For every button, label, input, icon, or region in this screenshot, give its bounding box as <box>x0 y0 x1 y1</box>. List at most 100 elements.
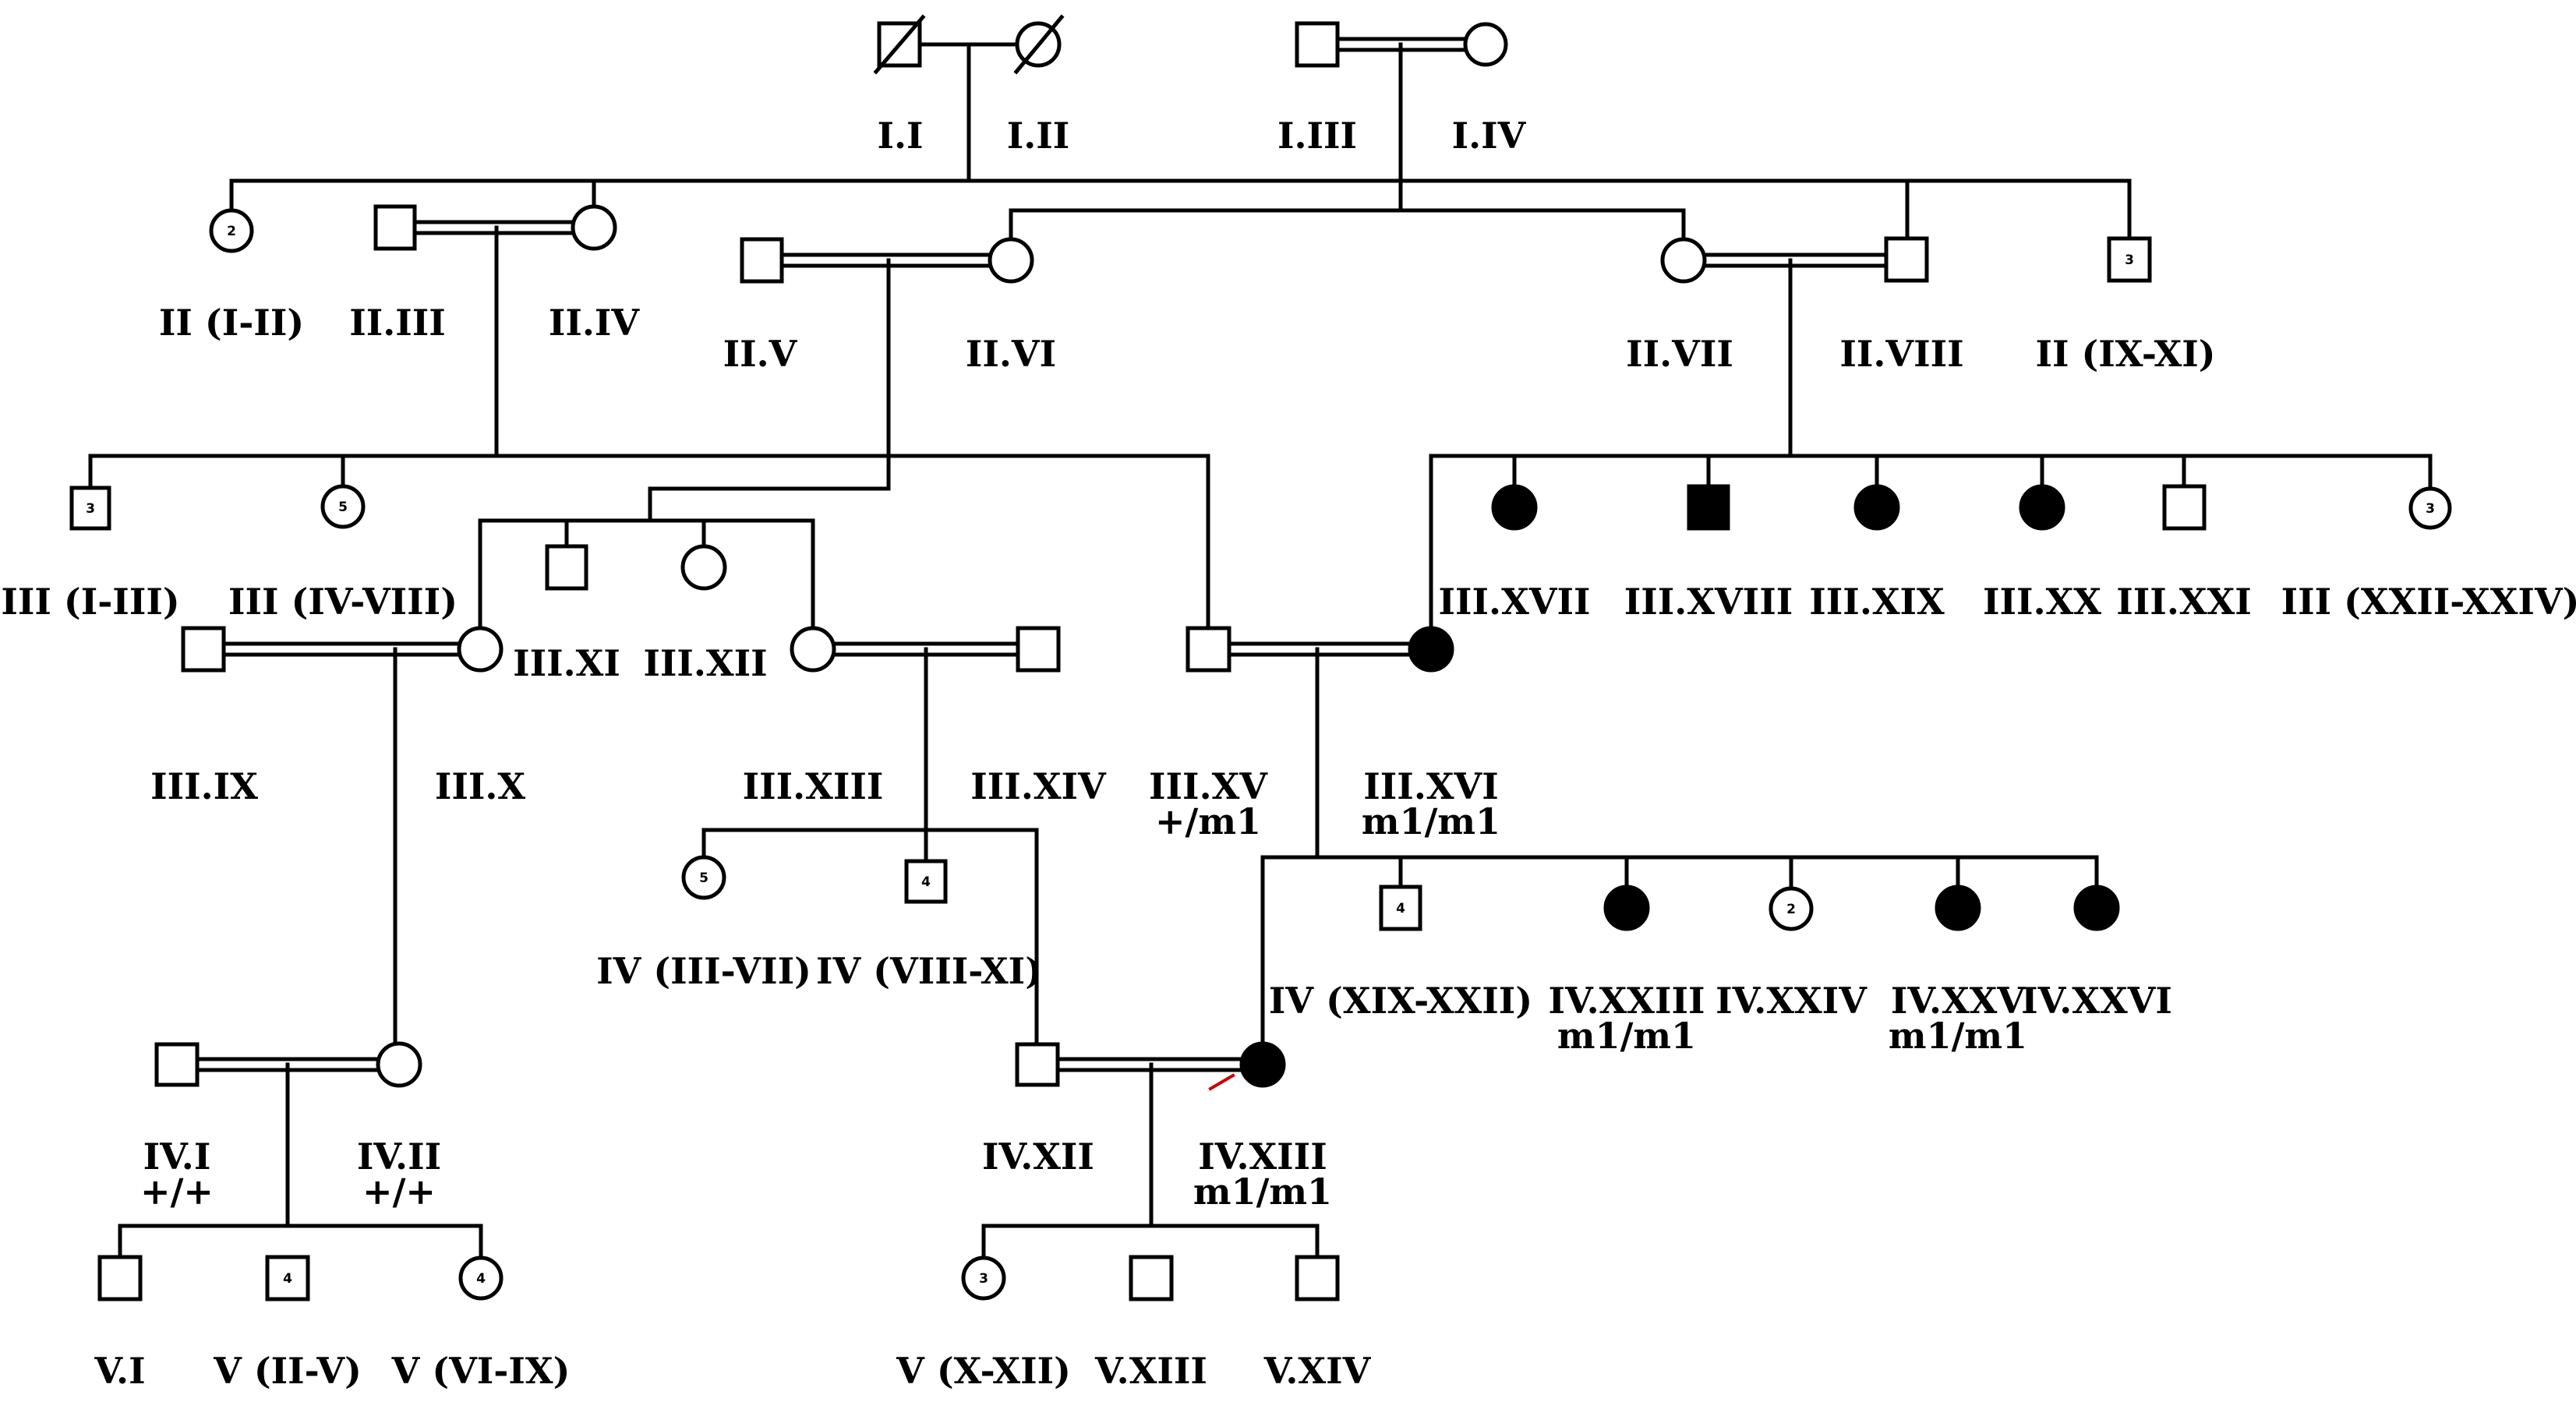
count-IV-VIII-XI: 4 <box>921 874 931 890</box>
genotype-III-XVI: m1/m1 <box>1362 800 1500 842</box>
female-IV-XXIII-affected <box>1603 885 1650 931</box>
male-group-IV-VIII-XI <box>904 859 948 904</box>
genotype-IV-XIII: m1/m1 <box>1193 1171 1332 1213</box>
label-III-XIV: III.XIV <box>970 765 1107 807</box>
label-V-X-XII: V (X-XII) <box>896 1350 1071 1392</box>
female-group-III-IV-VIII <box>320 484 366 529</box>
male-V-I <box>97 1255 143 1301</box>
female-III-XIII <box>790 626 836 673</box>
label-IV-VIII-XI: IV (VIII-XI) <box>816 950 1042 992</box>
label-III-I-III: III (I-III) <box>1 581 179 623</box>
female-II-VI <box>988 237 1034 284</box>
label-III-XXI: III.XXI <box>2116 581 2251 623</box>
male-group-II-IX-XI <box>2107 236 2152 283</box>
label-V-XIV: V.XIV <box>1263 1350 1372 1392</box>
label-III-X: III.X <box>435 765 526 807</box>
male-group-IV-XIX-XXII <box>1379 885 1422 931</box>
label-II-VI: II.VI <box>966 333 1056 375</box>
female-group-II-I-II <box>209 208 254 253</box>
label-I-II: I.II <box>1007 115 1070 157</box>
label-V-II-V: V (II-V) <box>213 1350 362 1392</box>
label-IV-XXIV: IV.XXIV <box>1716 980 1868 1022</box>
female-group-V-X-XII <box>961 1255 1006 1301</box>
male-I-III <box>1295 21 1340 68</box>
pedigree-labels: I.I I.II I.III I.IV II (I-II) II.III II.… <box>1 115 2576 1392</box>
label-III-XII: III.XII <box>643 642 767 684</box>
female-group-IV-XXIV <box>1769 886 1814 931</box>
label-IV-XXIII: IV.XXIII <box>1548 980 1705 1022</box>
female-II-IV <box>571 204 617 251</box>
label-V-VI-IX: V (VI-IX) <box>391 1350 571 1392</box>
label-IV-XXV: IV.XXV <box>1891 980 2027 1022</box>
label-II-VIII: II.VIII <box>1839 333 1963 375</box>
count-III-IV-VIII: 5 <box>338 500 348 515</box>
female-group-V-VI-IX <box>458 1255 504 1301</box>
proband-arrow-IV-XIII <box>1208 1073 1235 1091</box>
label-II-IV: II.IV <box>549 302 641 344</box>
female-III-XX-affected <box>2019 484 2065 531</box>
label-I-III: I.III <box>1277 115 1357 157</box>
female-III-X <box>457 626 504 673</box>
label-III-XVI: III.XVI <box>1363 765 1498 807</box>
label-III-XVIII: III.XVIII <box>1624 581 1793 623</box>
female-IV-II <box>376 1041 422 1088</box>
genotype-IV-II: +/+ <box>362 1171 436 1213</box>
deceased-slash-I-II <box>1013 14 1065 75</box>
female-II-VII <box>1660 237 1707 284</box>
label-III-IV-VIII: III (IV-VIII) <box>228 581 458 623</box>
female-III-XVII-affected <box>1491 484 1538 531</box>
count-V-VI-IX: 4 <box>476 1271 486 1287</box>
male-IV-XII <box>1015 1042 1060 1087</box>
label-II-I-II: II (I-II) <box>159 302 304 344</box>
female-I-IV <box>1463 22 1508 67</box>
male-III-XXI <box>2162 484 2207 531</box>
genotype-IV-I: +/+ <box>140 1171 214 1213</box>
label-III-XVII: III.XVII <box>1439 581 1591 623</box>
label-IV-I: IV.I <box>143 1135 211 1178</box>
pedigree-lines <box>88 37 2433 1259</box>
label-V-XIII: V.XIII <box>1094 1350 1207 1392</box>
label-III-XXII-XXIV: III (XXII-XXIV) <box>2281 581 2576 623</box>
label-I-I: I.I <box>877 115 923 157</box>
male-II-III <box>373 204 417 251</box>
label-IV-XIX-XXII: IV (XIX-XXII) <box>1269 980 1532 1022</box>
female-group-III-XXII-XXIV <box>2408 486 2452 530</box>
pedigree-symbols: 2 3 3 5 3 5 4 4 <box>69 14 2452 1301</box>
label-IV-III-VII: IV (III-VII) <box>596 950 811 992</box>
label-II-V: II.V <box>723 333 798 375</box>
male-V-XIV <box>1295 1255 1340 1301</box>
male-group-III-I-III <box>69 486 111 531</box>
label-III-XIX: III.XIX <box>1809 581 1945 623</box>
label-III-XI: III.XI <box>513 642 620 684</box>
label-II-III: II.III <box>349 302 446 344</box>
label-V-I: V.I <box>94 1350 145 1392</box>
label-I-IV: I.IV <box>1452 115 1527 157</box>
label-IV-XII: IV.XII <box>982 1135 1094 1178</box>
count-IV-XXIV: 2 <box>1786 902 1796 917</box>
label-III-XIII: III.XIII <box>743 765 884 807</box>
male-III-IX <box>181 626 226 673</box>
count-V-X-XII: 3 <box>979 1271 988 1287</box>
male-II-V <box>740 237 784 284</box>
female-III-XIX-affected <box>1853 484 1900 531</box>
male-III-XV <box>1186 626 1231 673</box>
label-IV-XXVI: IV.XXVI <box>2021 980 2172 1022</box>
count-IV-III-VII: 5 <box>699 871 708 886</box>
genotype-III-XV: +/m1 <box>1155 800 1261 842</box>
female-III-XII <box>680 544 727 591</box>
label-II-VII: II.VII <box>1626 333 1733 375</box>
male-II-VIII <box>1884 236 1929 283</box>
female-IV-XXV-affected <box>1935 885 1981 931</box>
count-III-I-III: 3 <box>86 501 95 517</box>
female-IV-XXVI-affected <box>2073 885 2120 931</box>
genotype-IV-XXIII: m1/m1 <box>1557 1015 1696 1057</box>
female-group-IV-III-VII <box>681 855 726 900</box>
male-V-XIII <box>1129 1255 1174 1301</box>
label-III-XX: III.XX <box>1983 581 2101 623</box>
female-III-XVI-affected <box>1408 626 1454 673</box>
label-IV-XIII: IV.XIII <box>1198 1135 1327 1178</box>
deceased-slash-I-I <box>873 14 926 75</box>
count-III-XXII-XXIV: 3 <box>2426 501 2435 517</box>
male-group-V-II-V <box>265 1255 310 1301</box>
